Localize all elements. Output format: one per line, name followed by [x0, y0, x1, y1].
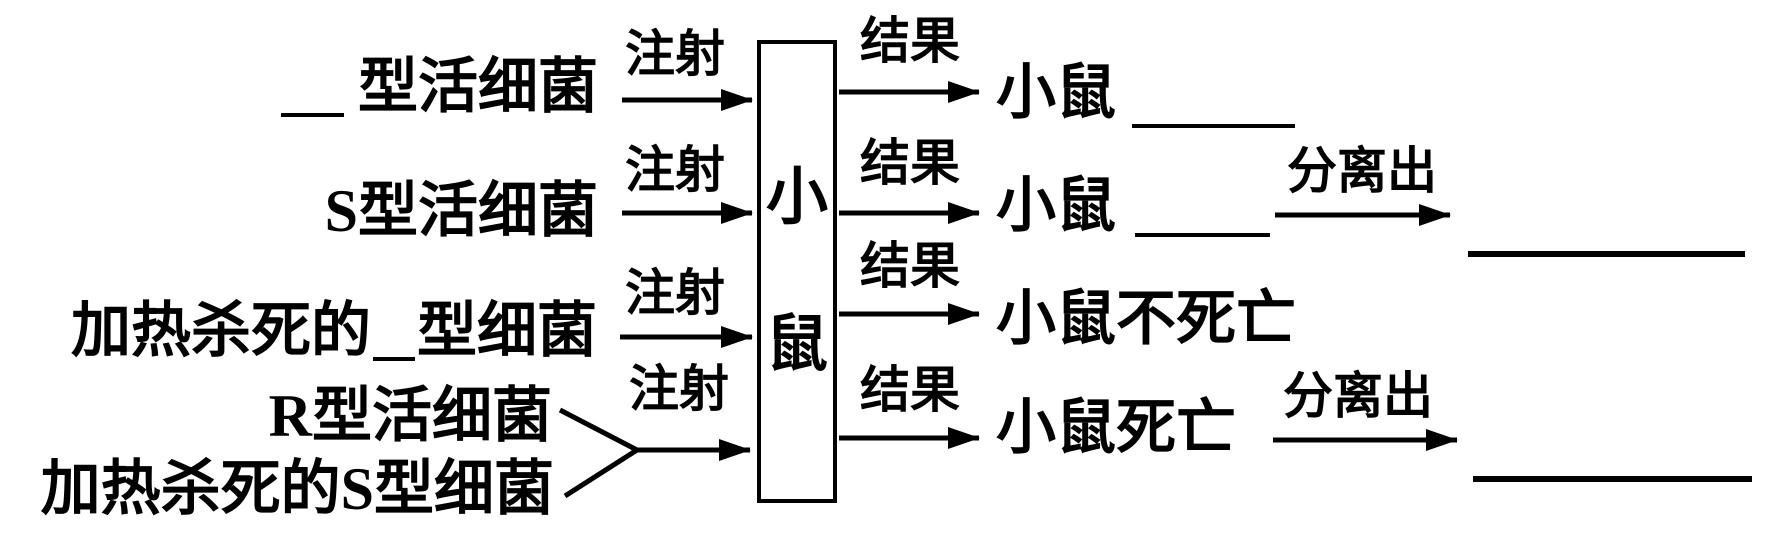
left-label-row2: S型活细菌: [140, 181, 598, 241]
blank-underline-row3: [373, 311, 415, 361]
inject-label-4: 注射: [629, 361, 729, 417]
inject-label-2: 注射: [625, 142, 725, 198]
left-label-row4-upper-text: R型活细菌: [268, 383, 552, 449]
result-label-2: 结果: [860, 135, 960, 191]
fork-line-lower: [563, 447, 639, 499]
left-label-row1: 型活细菌: [140, 57, 598, 117]
inject-label-3: 注射: [625, 265, 725, 321]
mouse-box-char-1: 小: [765, 164, 828, 232]
right-label-row4: 小鼠死亡: [996, 395, 1236, 461]
left-label-row3: 加热杀死的型细菌: [30, 301, 597, 361]
left-label-row3-suffix: 型细菌: [417, 298, 597, 364]
right-label-row3: 小鼠不死亡: [996, 286, 1296, 352]
left-label-row1-text: 型活细菌: [358, 54, 598, 120]
result-label-1: 结果: [860, 13, 960, 69]
left-label-row2-text: S型活细菌: [324, 178, 598, 244]
mouse-box-char-2: 鼠: [765, 311, 828, 379]
right-label-row1: 小鼠: [996, 60, 1116, 126]
blank-underline-row1: [281, 67, 344, 117]
left-label-row4-lower: 加热杀死的S型细菌: [20, 459, 554, 519]
result-label-3: 结果: [860, 238, 960, 294]
left-label-row4-upper: R型活细菌: [240, 386, 552, 446]
isolate-label-2: 分离出: [1287, 143, 1437, 199]
right-label-row2: 小鼠: [996, 173, 1116, 239]
isolate-label-4: 分离出: [1283, 368, 1433, 424]
result-label-4: 结果: [860, 362, 960, 418]
left-label-row4-lower-text: 加热杀死的S型细菌: [40, 456, 554, 522]
left-label-row3-prefix: 加热杀死的: [71, 298, 371, 364]
fork-line-upper: [558, 407, 639, 453]
mouse-box: 小 鼠: [757, 40, 837, 503]
inject-label-1: 注射: [625, 26, 725, 82]
